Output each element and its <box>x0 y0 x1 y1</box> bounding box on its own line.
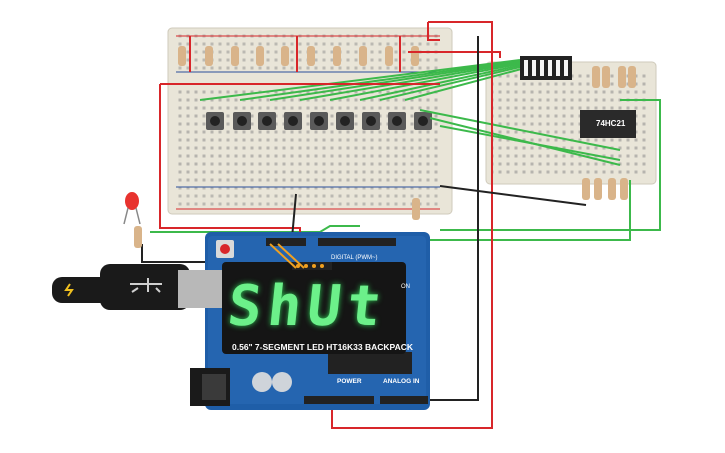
push-button-row <box>206 112 432 130</box>
power-header-label: POWER <box>337 378 362 385</box>
red-led-icon <box>123 192 142 248</box>
main-breadboard <box>167 27 453 215</box>
pin-header <box>520 56 572 80</box>
chip-label: 74HC21 <box>596 119 626 128</box>
ground-wires <box>141 36 587 401</box>
side-resistors <box>412 66 636 220</box>
usb-cable-icon <box>52 264 224 310</box>
capacitor <box>252 372 272 392</box>
seven-segment-display: ShUt <box>224 274 391 339</box>
capacitor <box>272 372 292 392</box>
analog-header-label: ANALOG IN <box>383 378 420 385</box>
power-jack-icon <box>190 368 230 406</box>
logic-chip <box>580 110 636 138</box>
module-label: 0.56" 7-SEGMENT LED HT16K33 BACKPACK <box>232 342 413 352</box>
reset-button-icon[interactable] <box>216 240 234 258</box>
on-indicator-label: ON <box>401 284 410 290</box>
seven-segment-module <box>222 262 406 354</box>
resistor-row <box>178 36 419 72</box>
digital-header-label: DIGITAL (PWM~) <box>331 255 378 261</box>
i2c-wires <box>269 243 305 269</box>
